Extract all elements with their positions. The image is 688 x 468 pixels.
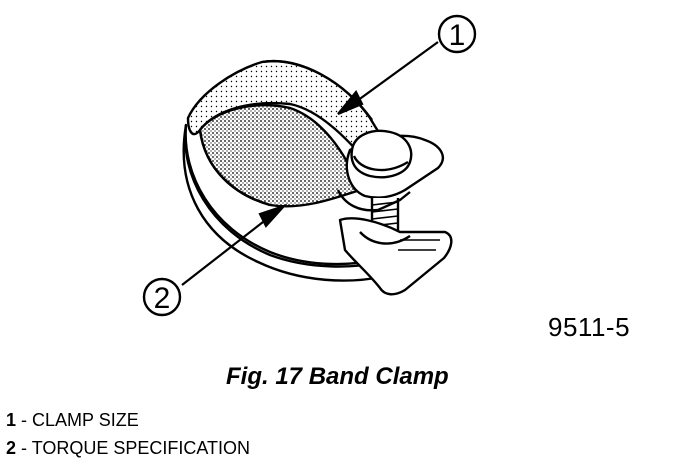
clamp-band xyxy=(182,59,400,282)
leader-lines xyxy=(181,41,439,286)
legend-item-2-separator: - xyxy=(16,438,32,458)
legend-item-2-number: 2 xyxy=(6,438,17,458)
figure-id: 9511-5 xyxy=(548,312,631,342)
legend: 1 - CLAMP SIZE 2 - TORQUE SPECIFICATION xyxy=(6,406,250,462)
legend-item-2: 2 - TORQUE SPECIFICATION xyxy=(6,434,250,462)
figure-caption: Fig. 17 Band Clamp xyxy=(226,363,449,390)
callout-1-number: 1 xyxy=(449,19,466,52)
legend-item-1: 1 - CLAMP SIZE xyxy=(6,406,250,434)
clamp-bolt-assembly xyxy=(336,129,453,296)
band-clamp-illustration: 1 2 xyxy=(142,14,477,317)
legend-item-1-text: CLAMP SIZE xyxy=(32,410,139,430)
callout-2-number: 2 xyxy=(154,282,171,315)
legend-item-1-number: 1 xyxy=(6,410,17,430)
legend-item-2-text: TORQUE SPECIFICATION xyxy=(31,438,251,458)
callout-2: 2 xyxy=(142,277,182,317)
nut-icon xyxy=(350,129,413,179)
legend-item-1-separator: - xyxy=(16,410,33,430)
callout-1: 1 xyxy=(437,14,477,54)
